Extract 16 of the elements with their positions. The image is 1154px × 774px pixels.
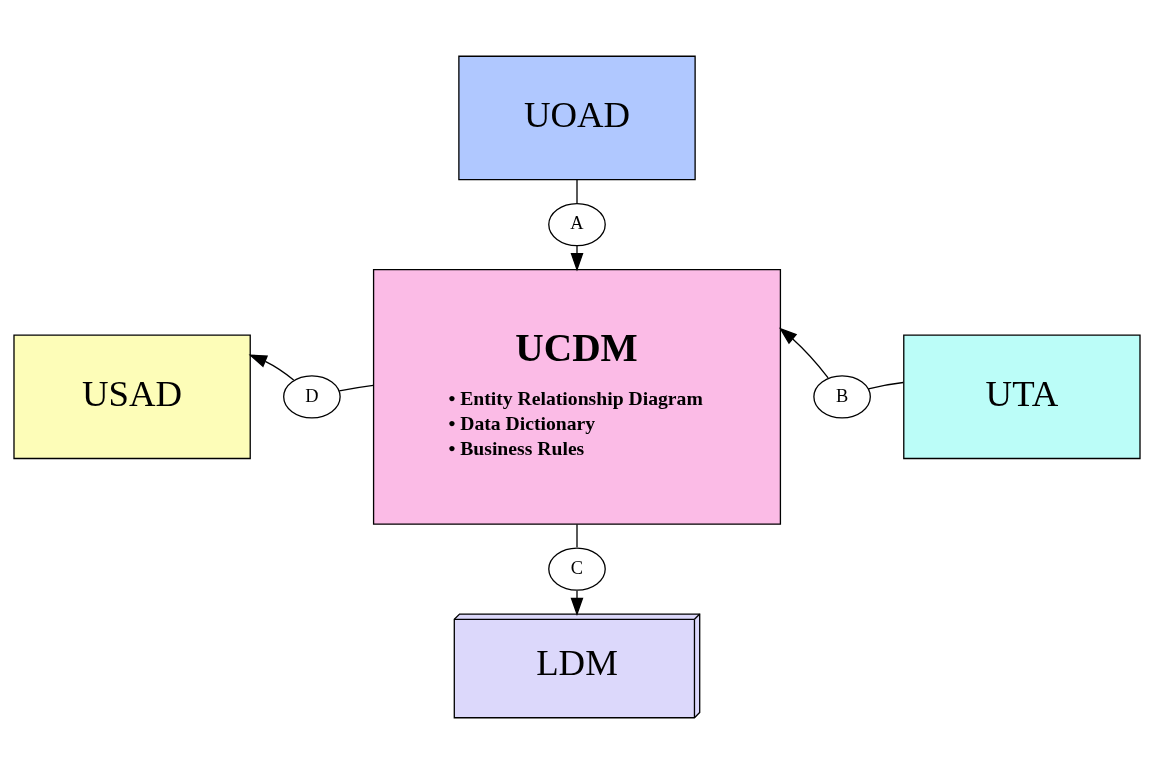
connector: [576, 523, 578, 549]
connector: [338, 384, 374, 392]
arrow: [248, 354, 295, 381]
node-box: USAD: [13, 334, 251, 460]
node-box: UOAD: [458, 55, 696, 181]
node-box: UTA: [903, 334, 1141, 460]
connector: [576, 179, 578, 204]
node-box: UCDM • Entity Relationship Diagram • Data Dictionary • Business Rules: [372, 268, 782, 525]
node-ellipse: A: [548, 202, 606, 247]
arrow: [570, 590, 584, 617]
node-ellipse: D: [283, 375, 341, 419]
node-ellipse: C: [548, 547, 606, 591]
connector: [867, 381, 904, 390]
arrow: [778, 327, 829, 379]
arrow: [570, 245, 584, 272]
node-ellipse: B: [813, 375, 871, 419]
